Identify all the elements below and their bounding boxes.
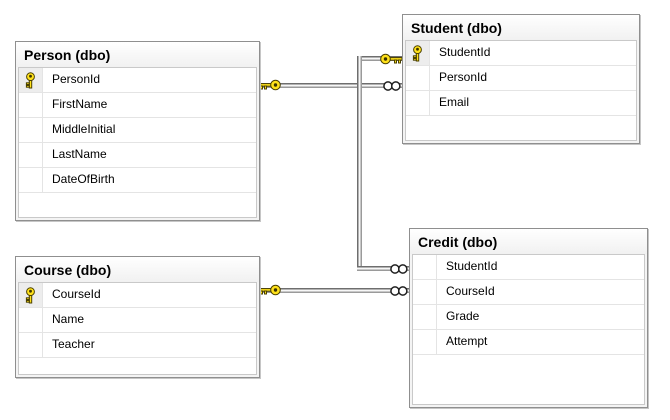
primary-key-icon [25,286,36,304]
primary-key-icon [25,71,36,89]
table-course[interactable]: Course (dbo) [15,256,260,378]
row-icon-cell [413,280,437,304]
table-person[interactable]: Person (dbo) [15,41,260,221]
table-title: Credit (dbo) [418,233,498,250]
row-icon-cell [19,168,43,192]
table-row[interactable]: FirstName [19,93,256,118]
relationship-line-segment[interactable] [260,288,409,293]
table-course-header[interactable]: Course (dbo) [16,257,259,282]
row-label: Grade [446,309,480,323]
row-label: CourseId [52,287,101,301]
many-end-infinity-icon [389,263,409,275]
row-label: MiddleInitial [52,122,116,136]
row-label: CourseId [446,284,495,298]
row-icon-cell [413,305,437,329]
primary-key-icon [412,44,423,62]
table-row[interactable]: StudentId [406,41,636,66]
table-row[interactable]: DateOfBirth [19,168,256,193]
row-label: FirstName [52,97,108,111]
table-person-header[interactable]: Person (dbo) [16,42,259,67]
row-icon-cell [19,68,43,92]
row-label: Name [52,312,85,326]
table-row[interactable]: LastName [19,143,256,168]
row-label: StudentId [446,259,498,273]
row-label: PersonId [439,70,488,84]
row-icon-cell [19,308,43,332]
relationship-line-segment[interactable] [357,56,402,61]
table-credit[interactable]: Credit (dbo) StudentId CourseId Grade At… [409,228,648,408]
table-row[interactable]: Grade [413,305,644,330]
table-title: Student (dbo) [411,19,502,36]
table-title: Person (dbo) [24,46,111,63]
table-row[interactable]: Name [19,308,256,333]
table-course-grid: CourseId Name Teacher [18,282,257,375]
table-title: Course (dbo) [24,261,112,278]
many-end-infinity-icon [389,285,409,297]
table-row[interactable]: StudentId [413,255,644,280]
row-label: Attempt [446,334,488,348]
row-icon-cell [413,330,437,354]
row-icon-cell [413,255,437,279]
row-icon-cell [406,91,430,115]
relationship-line-segment[interactable] [357,56,362,271]
table-credit-header[interactable]: Credit (dbo) [410,229,647,254]
table-row[interactable]: PersonId [406,66,636,91]
table-credit-grid: StudentId CourseId Grade Attempt [412,254,645,405]
row-label: LastName [52,147,107,161]
row-icon-cell [406,66,430,90]
table-row[interactable]: CourseId [19,283,256,308]
table-row[interactable]: CourseId [413,280,644,305]
relationship-line-segment[interactable] [260,83,402,88]
row-label: PersonId [52,72,101,86]
row-icon-cell [406,41,430,65]
table-student[interactable]: Student (dbo) [402,14,640,144]
table-person-grid: PersonId FirstName MiddleInitial LastNam… [18,67,257,218]
row-icon-cell [19,118,43,142]
one-end-key-icon [379,53,403,65]
table-row[interactable]: Teacher [19,333,256,358]
table-row[interactable]: Attempt [413,330,644,355]
table-student-grid: StudentId PersonId Email [405,40,637,141]
row-label: DateOfBirth [52,172,115,186]
row-icon-cell [19,143,43,167]
row-icon-cell [19,283,43,307]
row-icon-cell [19,333,43,357]
table-row[interactable]: MiddleInitial [19,118,256,143]
table-student-header[interactable]: Student (dbo) [403,15,639,40]
table-row[interactable]: Email [406,91,636,116]
row-icon-cell [19,93,43,117]
one-end-key-icon [258,284,282,296]
table-row[interactable]: PersonId [19,68,256,93]
row-label: Email [439,95,470,109]
row-label: Teacher [52,337,95,351]
many-end-infinity-icon [382,80,402,92]
relationship-line-segment[interactable] [357,266,409,271]
one-end-key-icon [258,79,282,91]
row-label: StudentId [439,45,491,59]
